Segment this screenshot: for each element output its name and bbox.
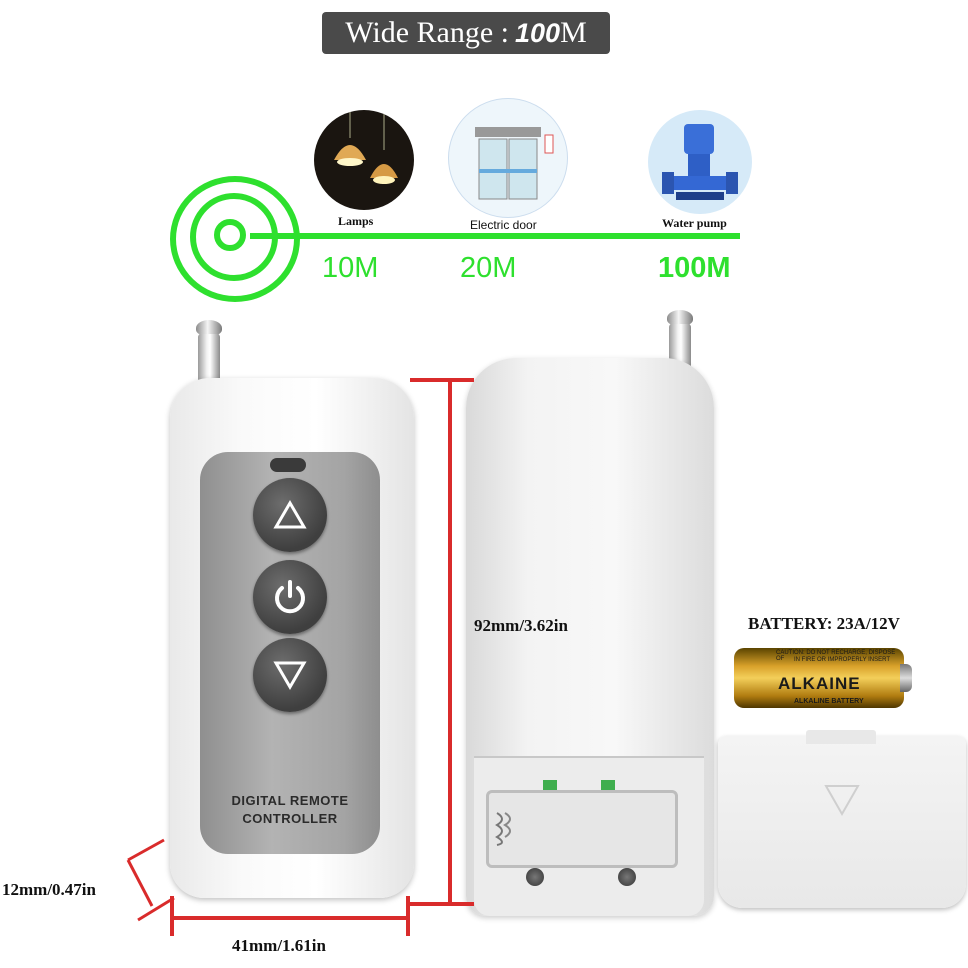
power-button[interactable] xyxy=(253,560,327,634)
back-antenna-tip xyxy=(667,310,693,326)
thickness-label: 12mm/0.47in xyxy=(2,880,96,899)
water-pump-label: Water pump xyxy=(662,216,727,230)
lamps-image xyxy=(314,110,414,210)
battery-caution-1: CAUTION: DO NOT RECHARGE, DISPOSE OF xyxy=(776,650,896,662)
range-ring-outer xyxy=(170,176,300,302)
range-ring-inner xyxy=(214,219,246,251)
screw-right xyxy=(618,868,636,886)
width-line xyxy=(172,916,408,920)
thickness-lines xyxy=(126,838,175,922)
front-antenna-tip xyxy=(196,320,222,336)
height-line xyxy=(448,380,452,904)
screw-left xyxy=(526,868,544,886)
brand-label: DIGITAL REMOTE CONTROLLER xyxy=(210,792,370,828)
battery-contact-right xyxy=(601,780,615,790)
brand-line-1: DIGITAL REMOTE xyxy=(231,793,349,808)
battery-brand: ALKAINE xyxy=(778,674,861,693)
spring-icon xyxy=(495,812,511,846)
triangle-down-icon xyxy=(273,661,307,690)
height-label: 92mm/3.62in xyxy=(474,616,568,635)
electric-door-label: Electric door xyxy=(470,218,537,232)
title-value: 100 xyxy=(515,17,561,48)
water-pump-image xyxy=(648,110,752,214)
height-cap-bottom xyxy=(410,902,474,906)
battery-type: ALKALINE BATTERY xyxy=(794,698,864,705)
distance-label-100m: 100M xyxy=(658,252,731,284)
title-badge: Wide Range : 100 M xyxy=(322,12,610,54)
title-unit: M xyxy=(560,16,587,49)
battery-contact-left xyxy=(543,780,557,790)
power-icon xyxy=(275,580,305,614)
battery-cover xyxy=(718,736,966,908)
down-button[interactable] xyxy=(253,638,327,712)
up-button[interactable] xyxy=(253,478,327,552)
distance-label-20m: 20M xyxy=(460,252,517,284)
electric-door-image xyxy=(448,98,568,218)
width-label: 41mm/1.61in xyxy=(232,936,326,955)
arrow-down-icon xyxy=(824,785,860,817)
battery-label: BATTERY: 23A/12V xyxy=(748,614,900,633)
width-cap-right xyxy=(406,896,410,936)
width-cap-left xyxy=(170,896,174,936)
battery-slot xyxy=(486,790,678,868)
lamps-label: Lamps xyxy=(338,214,374,228)
height-cap-top xyxy=(410,378,474,382)
battery-image: CAUTION: DO NOT RECHARGE, DISPOSE OF IN … xyxy=(734,648,904,708)
led-indicator xyxy=(270,458,306,472)
distance-label-10m: 10M xyxy=(322,252,379,284)
battery-cover-tab xyxy=(806,730,876,744)
range-line xyxy=(250,233,740,239)
title-prefix: Wide Range : xyxy=(345,16,509,49)
battery-terminal xyxy=(900,664,912,692)
brand-line-2: CONTROLLER xyxy=(242,811,338,826)
triangle-up-icon xyxy=(273,500,307,529)
battery-caution-2: IN FIRE OR IMPROPERLY INSERT xyxy=(794,657,891,663)
